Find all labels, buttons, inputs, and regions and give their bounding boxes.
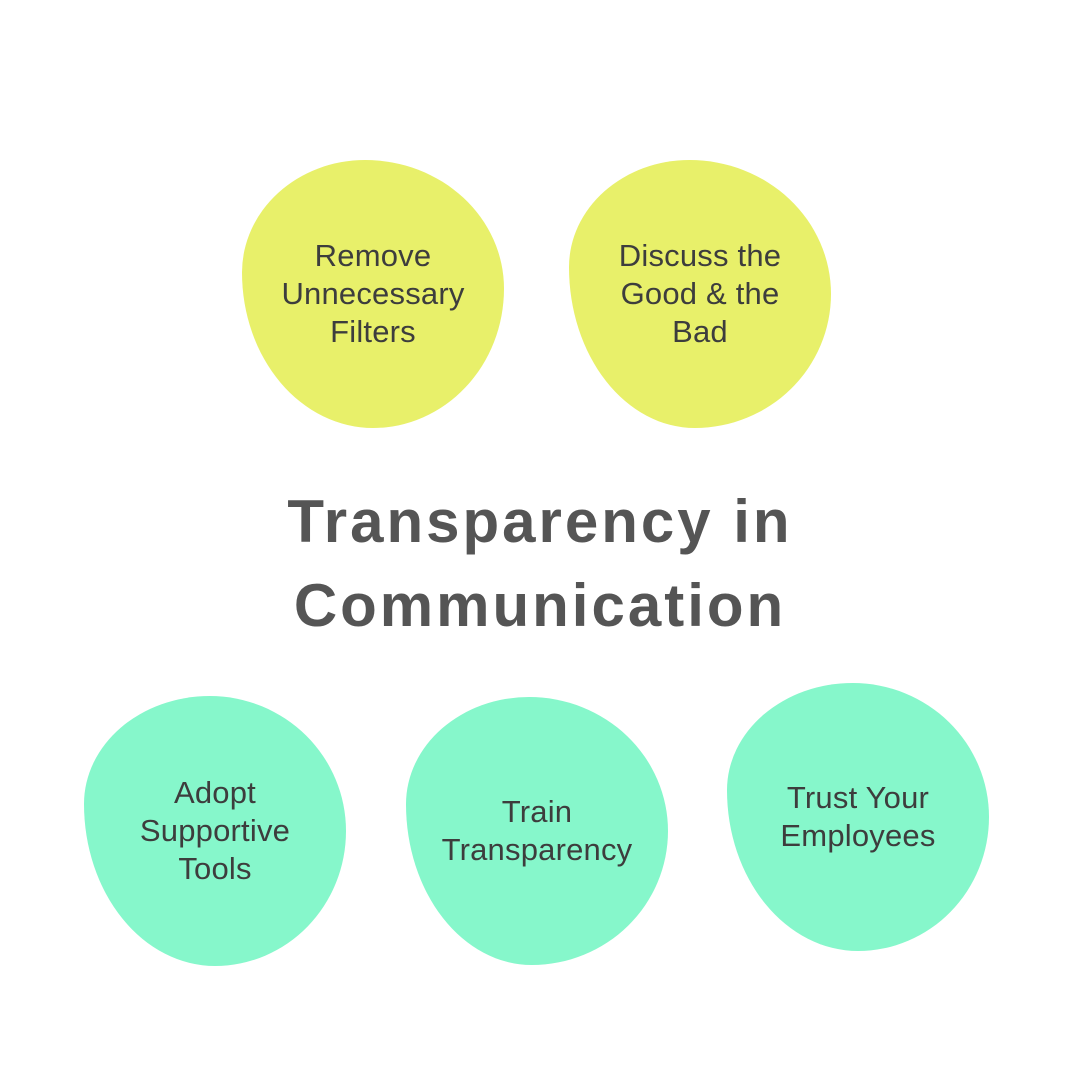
diagram-title: Transparency in Communication: [287, 488, 793, 639]
